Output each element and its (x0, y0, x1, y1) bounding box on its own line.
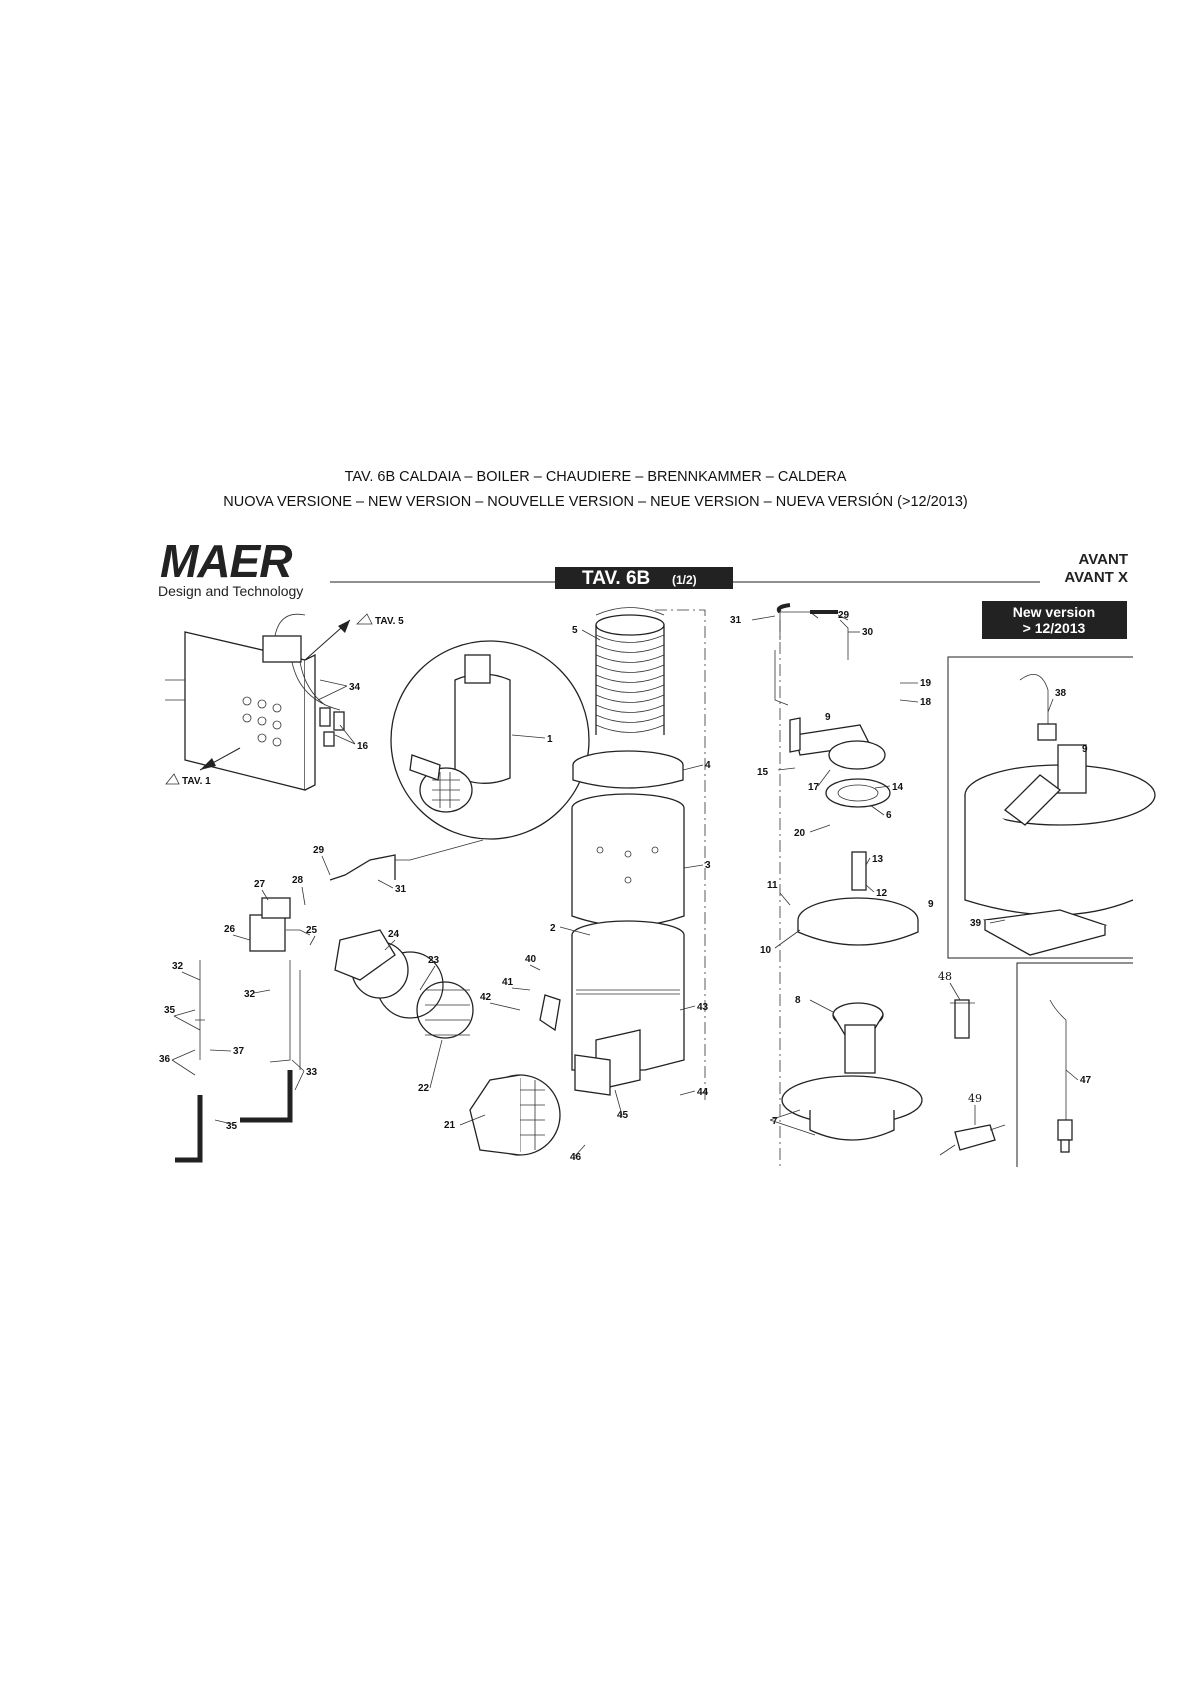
part-number-29b: 29 (838, 610, 850, 621)
part-number-17: 17 (808, 782, 820, 793)
sheet-subtitle: NUOVA VERSIONE – NEW VERSION – NOUVELLE … (223, 494, 968, 510)
sheet-title: TAV. 6B CALDAIA – BOILER – CHAUDIERE – B… (344, 469, 847, 485)
logo: MAER Design and Technology (158, 535, 303, 599)
new-version-line2: > 12/2013 (1023, 620, 1086, 636)
part-number-18: 18 (920, 697, 932, 708)
part-number-27: 27 (254, 879, 266, 890)
part-number-8: 8 (795, 995, 801, 1006)
part-number-44: 44 (697, 1087, 709, 1098)
boiler-body (571, 607, 685, 1091)
part-number-9a: 9 (825, 712, 831, 723)
control-panel (165, 613, 345, 791)
arrow-tav1-head (200, 758, 216, 770)
part-number-48: 48 (938, 970, 952, 983)
new-version-line1: New version (1013, 604, 1095, 620)
model-avant-x: AVANT X (1064, 569, 1128, 586)
part-number-21: 21 (444, 1120, 456, 1131)
part-number-9b: 9 (928, 899, 934, 910)
part-number-31a: 31 (730, 615, 742, 626)
part-number-25: 25 (306, 925, 318, 936)
model-avant: AVANT (1079, 551, 1128, 568)
part-number-10: 10 (760, 945, 772, 956)
part-number-49: 49 (968, 1092, 982, 1105)
inset-new-version-bottom (939, 999, 1073, 1156)
part-number-30: 30 (862, 627, 874, 638)
logo-tagline: Design and Technology (158, 583, 303, 599)
part-number-32a: 32 (172, 961, 184, 972)
part-number-15: 15 (757, 767, 769, 778)
inset-new-version-top (964, 673, 1156, 956)
part-number-32b: 32 (244, 989, 256, 1000)
part-number-33: 33 (306, 1067, 318, 1078)
part-number-41: 41 (502, 977, 514, 988)
table-tag-sub: (1/2) (672, 573, 697, 587)
part-number-35a: 35 (164, 1005, 176, 1016)
part-number-6: 6 (886, 810, 892, 821)
new-version-badge (982, 601, 1127, 639)
table-tag-box (555, 567, 733, 589)
part-number-29a: 29 (313, 845, 325, 856)
part-number-20: 20 (794, 828, 806, 839)
part-number-37: 37 (233, 1046, 245, 1057)
inset-frame-top (947, 656, 1133, 959)
part-number-46: 46 (570, 1152, 582, 1163)
part-number-12: 12 (876, 888, 888, 899)
part-number-26: 26 (224, 924, 236, 935)
logo-text: MAER (160, 535, 292, 587)
part-number-9c: 9 (1082, 744, 1088, 755)
part-number-36: 36 (159, 1054, 171, 1065)
part-number-13: 13 (872, 854, 884, 865)
fan-assembly (334, 929, 611, 1156)
part-number-2: 2 (550, 923, 556, 934)
part-number-45: 45 (617, 1110, 629, 1121)
arrow-tav5-head (338, 620, 350, 633)
part-number-34: 34 (349, 682, 361, 693)
inset-frame-bottom (1016, 962, 1133, 1167)
part-number-5: 5 (572, 625, 578, 636)
part-number-1: 1 (547, 734, 553, 745)
ref-tav5-symbol (356, 613, 373, 625)
burner-detail (390, 640, 590, 840)
leader-lines (171, 614, 1079, 1157)
valve-assembly (175, 854, 396, 1163)
part-number-28: 28 (292, 875, 304, 886)
part-number-19: 19 (920, 678, 932, 689)
ref-tav1-symbol (165, 773, 180, 785)
part-number-38: 38 (1055, 688, 1067, 699)
part-number-3: 3 (705, 860, 711, 871)
part-number-47: 47 (1080, 1075, 1092, 1086)
part-number-42: 42 (480, 992, 492, 1003)
part-number-35b: 35 (226, 1121, 238, 1132)
part-number-22: 22 (418, 1083, 430, 1094)
axis-line-center (655, 609, 706, 1100)
part-number-43: 43 (697, 1002, 709, 1013)
part-number-4: 4 (705, 760, 711, 771)
part-number-16: 16 (357, 741, 369, 752)
part-number-31b: 31 (395, 884, 407, 895)
table-tag-label: TAV. 6B (582, 568, 650, 589)
ref-tav5: TAV. 5 (375, 616, 404, 627)
right-column-parts (774, 603, 923, 1170)
part-number-14: 14 (892, 782, 904, 793)
part-number-40: 40 (525, 954, 537, 965)
part-number-23: 23 (428, 955, 440, 966)
part-number-11: 11 (767, 880, 778, 891)
part-number-39: 39 (970, 918, 982, 929)
ref-tav1: TAV. 1 (182, 776, 211, 787)
part-number-24: 24 (388, 929, 400, 940)
